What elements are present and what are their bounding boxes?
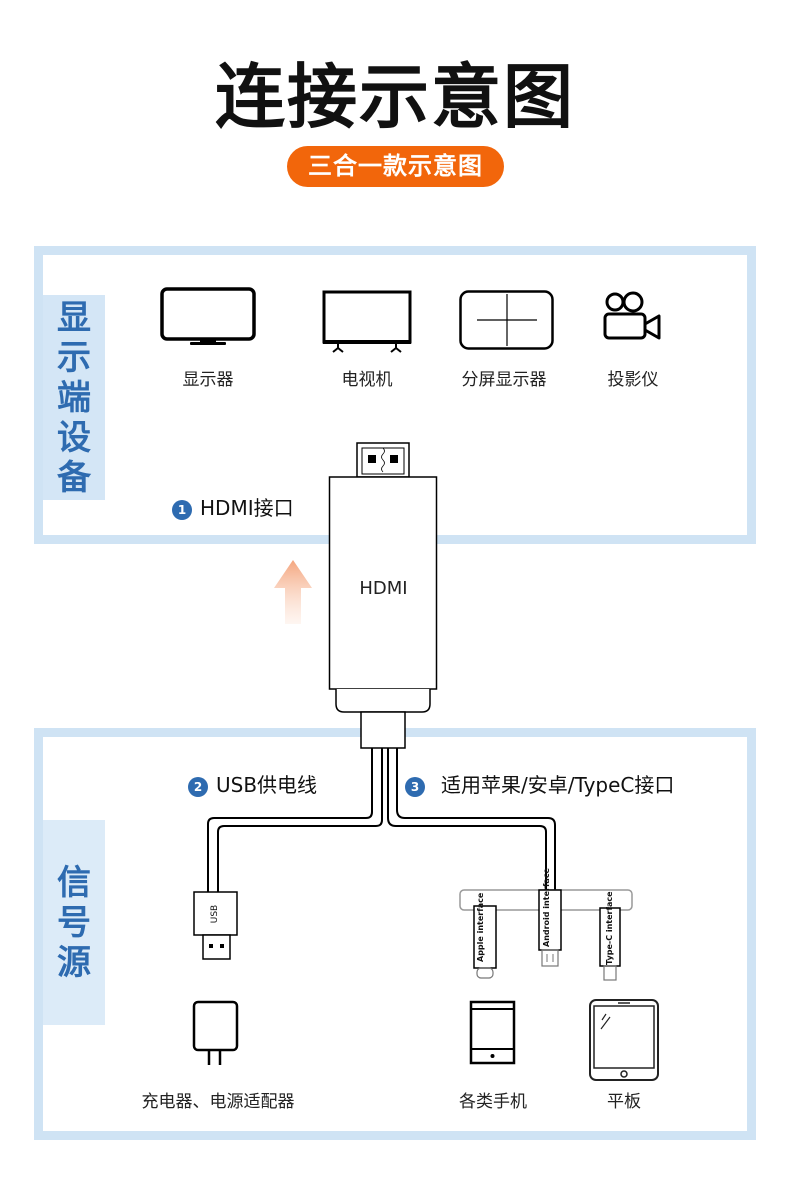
usb-plug-icon — [193, 891, 238, 960]
tip-label-typec: Type-C interface — [605, 891, 614, 965]
side-label-char: 信 — [57, 862, 91, 903]
side-label-char: 源 — [57, 942, 91, 983]
side-label-char: 备 — [57, 457, 91, 498]
monitor-icon — [160, 287, 256, 345]
callout-text: USB供电线 — [216, 773, 318, 797]
callout-number: 3 — [405, 776, 425, 797]
device-label-tablet: 平板 — [607, 1092, 641, 1112]
phone-icon — [469, 1000, 516, 1065]
hdmi-adapter — [328, 442, 438, 749]
device-label-charger: 充电器、电源适配器 — [141, 1092, 295, 1112]
device-label-split-screen: 分屏显示器 — [461, 370, 547, 390]
tip-label-android: Android interface — [542, 868, 551, 947]
arrow-up-icon — [274, 560, 312, 624]
display-side-label: 显 示 端 设 备 — [43, 295, 105, 500]
device-label-projector: 投影仪 — [607, 370, 659, 390]
side-label-char: 示 — [57, 337, 91, 378]
device-label-monitor: 显示器 — [182, 370, 234, 390]
callout-number: 1 — [172, 499, 192, 520]
side-label-char: 号 — [57, 902, 91, 943]
tablet-icon — [589, 999, 659, 1081]
callout-number: 2 — [188, 776, 208, 797]
side-label-char: 显 — [57, 297, 91, 338]
side-label-char: 端 — [57, 377, 91, 418]
signal-source-panel — [34, 728, 756, 1140]
source-side-label: 信 号 源 — [43, 820, 105, 1025]
callout-phone-interface: 3 适用苹果/安卓/TypeC接口 — [405, 773, 674, 797]
side-label-char: 设 — [57, 417, 91, 458]
callout-text: HDMI接口 — [200, 496, 294, 520]
subtitle-badge: 三合一款示意图 — [287, 146, 504, 187]
charger-icon — [192, 1000, 239, 1065]
tip-label-apple: Apple interface — [476, 892, 485, 962]
connector-tips — [459, 889, 633, 981]
hdmi-body-label: HDMI — [359, 578, 408, 599]
usb-plug-label: USB — [210, 904, 220, 924]
tv-icon — [322, 290, 412, 353]
callout-usb-power: 2 USB供电线 — [188, 773, 317, 797]
page-title: 连接示意图 — [215, 56, 575, 138]
callout-text: 适用苹果/安卓/TypeC接口 — [441, 773, 675, 797]
split-screen-icon — [459, 290, 554, 350]
device-label-tv: 电视机 — [341, 370, 393, 390]
projector-icon — [603, 291, 661, 340]
hdmi-plug-icon — [356, 442, 410, 478]
callout-hdmi: 1 HDMI接口 — [172, 496, 294, 520]
device-label-phone: 各类手机 — [459, 1092, 527, 1112]
